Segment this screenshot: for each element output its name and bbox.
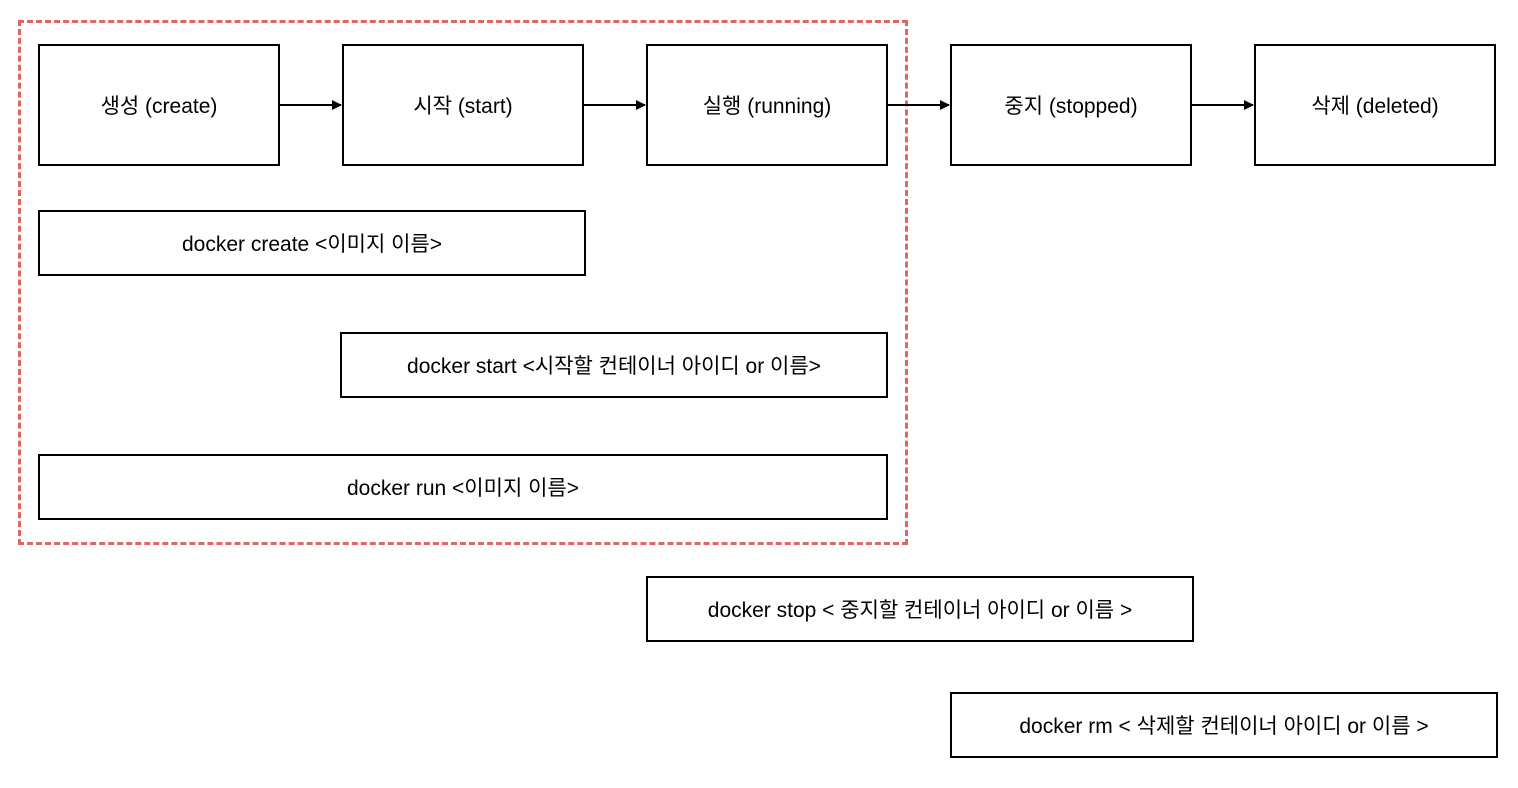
command-create-box: docker create <이미지 이름> xyxy=(38,210,586,276)
command-rm-box: docker rm < 삭제할 컨테이너 아이디 or 이름 > xyxy=(950,692,1498,758)
docker-run-scope-group xyxy=(18,20,908,545)
command-run-box: docker run <이미지 이름> xyxy=(38,454,888,520)
state-deleted-box: 삭제 (deleted) xyxy=(1254,44,1496,166)
command-rm-label: docker rm < 삭제할 컨테이너 아이디 or 이름 > xyxy=(1019,715,1429,738)
command-stop-box: docker stop < 중지할 컨테이너 아이디 or 이름 > xyxy=(646,576,1194,642)
state-start-box: 시작 (start) xyxy=(342,44,584,166)
state-create-label: 생성 (create) xyxy=(100,95,218,118)
state-running-box: 실행 (running) xyxy=(646,44,888,166)
command-stop-label: docker stop < 중지할 컨테이너 아이디 or 이름 > xyxy=(707,599,1133,622)
state-stopped-box: 중지 (stopped) xyxy=(950,44,1192,166)
command-create-label: docker create <이미지 이름> xyxy=(181,233,443,256)
state-stopped-label: 중지 (stopped) xyxy=(1004,95,1138,118)
command-run-label: docker run <이미지 이름> xyxy=(346,477,579,500)
state-start-label: 시작 (start) xyxy=(413,95,513,118)
command-start-box: docker start <시작할 컨테이너 아이디 or 이름> xyxy=(340,332,888,398)
state-create-box: 생성 (create) xyxy=(38,44,280,166)
command-start-label: docker start <시작할 컨테이너 아이디 or 이름> xyxy=(407,355,821,378)
state-deleted-label: 삭제 (deleted) xyxy=(1311,95,1439,118)
state-running-label: 실행 (running) xyxy=(702,95,832,118)
